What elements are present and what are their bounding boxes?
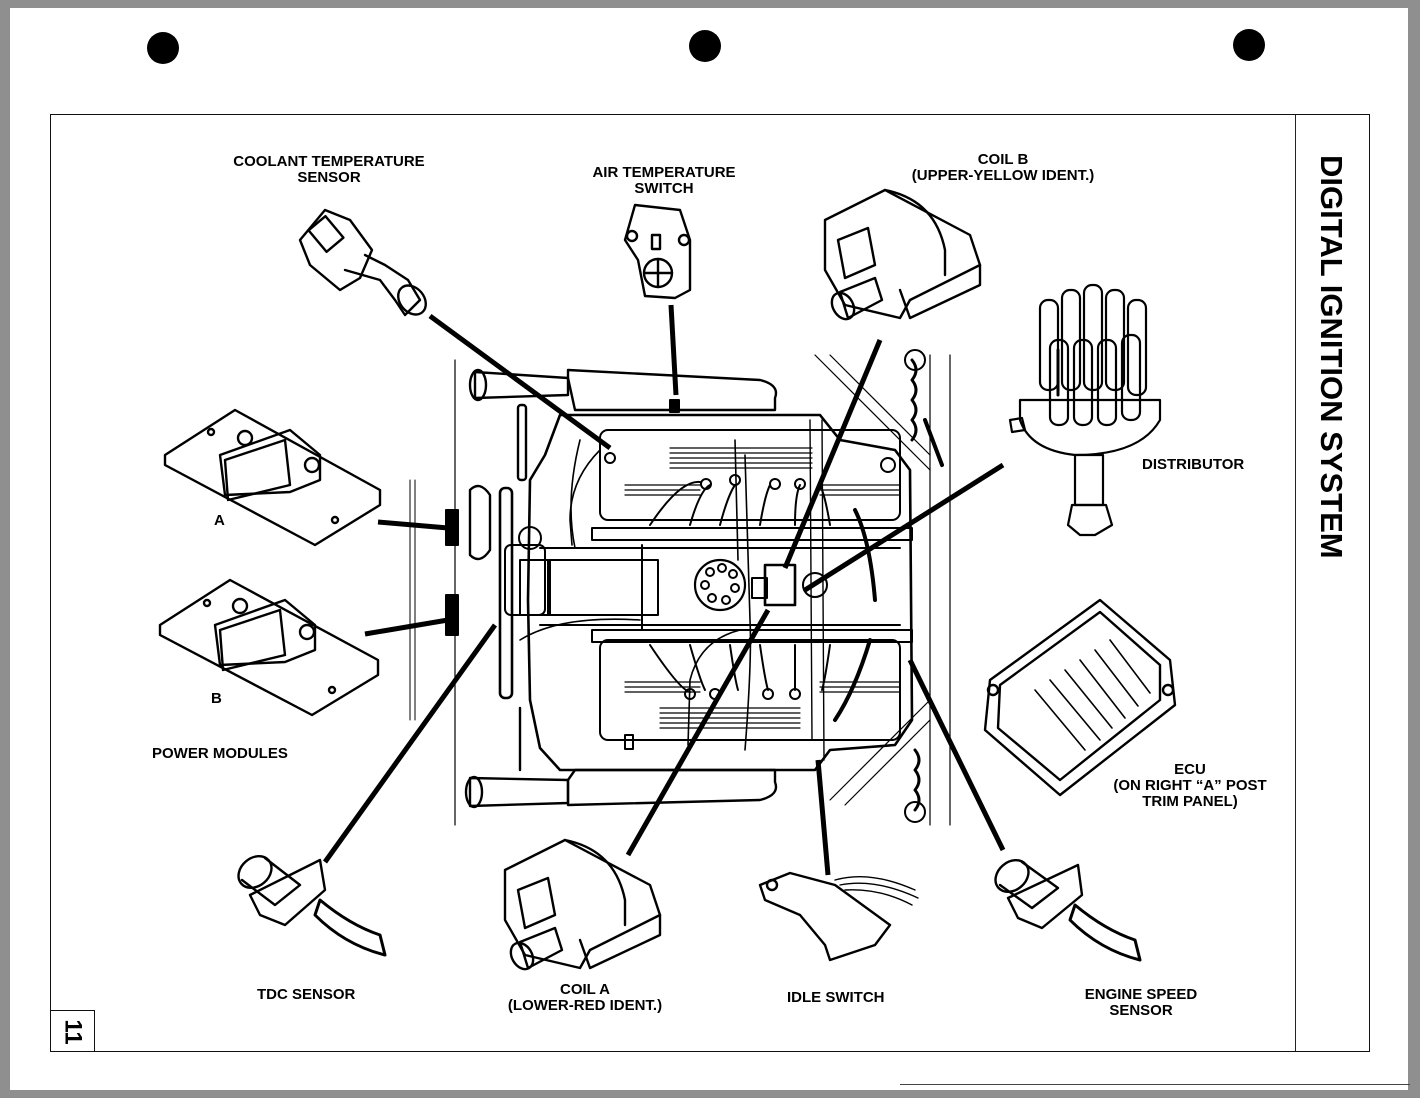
label-air-temp-line2: SWITCH	[634, 180, 694, 197]
idle-switch-illustration	[758, 871, 919, 962]
power-module-b-illustration	[158, 578, 380, 717]
label-power-modules: POWER MODULES	[152, 745, 288, 762]
label-engine-speed-line2: SENSOR	[1109, 1002, 1173, 1019]
page-title: DIGITAL IGNITION SYSTEM	[1314, 155, 1349, 559]
ecu-illustration	[983, 598, 1177, 797]
label-ecu-line2: (ON RIGHT “A” POST	[1113, 777, 1267, 794]
sidebar-divider	[1295, 115, 1296, 1051]
label-coil-b-line2: (UPPER-YELLOW IDENT.)	[911, 167, 1095, 184]
label-power-module-a: A	[214, 512, 225, 529]
power-module-a-illustration	[163, 408, 382, 547]
leader-coolant-sensor	[428, 313, 612, 451]
module-a-connector	[445, 509, 459, 546]
label-engine-speed-line1: ENGINE SPEED	[1084, 986, 1198, 1003]
label-power-module-b: B	[211, 690, 222, 707]
label-air-temperature-switch: AIR TEMPERATURE SWITCH	[585, 165, 743, 197]
distributor-illustration	[1008, 283, 1162, 537]
label-coil-b: COIL B (UPPER-YELLOW IDENT.)	[900, 152, 1106, 184]
coil-a-illustration	[503, 838, 662, 971]
page-number-box: 11	[51, 1010, 95, 1052]
air-temperature-switch-illustration	[623, 203, 692, 300]
leader-engine-speed-sensor	[907, 658, 1006, 852]
label-tdc-sensor: TDC SENSOR	[257, 986, 356, 1003]
punch-hole-center	[689, 30, 721, 62]
engine-speed-sensor-illustration	[994, 859, 1142, 962]
module-b-connector	[445, 594, 459, 636]
label-coil-a-line1: COIL A	[559, 981, 610, 998]
leader-tdc-sensor	[322, 623, 498, 864]
engine-illustration	[454, 349, 951, 826]
label-ecu-line1: ECU	[1174, 761, 1206, 778]
label-coolant-line2: SENSOR	[297, 169, 361, 186]
coil-b-illustration	[823, 188, 982, 321]
label-coolant-line1: COOLANT TEMPERATURE	[233, 153, 425, 170]
label-ecu: ECU (ON RIGHT “A” POST TRIM PANEL)	[1104, 762, 1276, 810]
leader-power-module-b	[364, 617, 449, 637]
leader-coil-a	[625, 608, 771, 857]
diagram-frame: DIGITAL IGNITION SYSTEM 11	[50, 114, 1370, 1052]
coolant-temperature-sensor-illustration	[298, 208, 427, 317]
label-coolant-temperature-sensor: COOLANT TEMPERATURE SENSOR	[226, 154, 432, 186]
label-engine-speed-sensor: ENGINE SPEED SENSOR	[1078, 987, 1204, 1019]
label-idle-switch: IDLE SWITCH	[787, 989, 885, 1006]
leader-distributor	[803, 462, 1005, 593]
leader-lines	[322, 304, 1006, 876]
label-air-temp-line1: AIR TEMPERATURE	[592, 164, 736, 181]
label-ecu-line3: TRIM PANEL)	[1142, 793, 1238, 810]
punch-hole-left	[147, 32, 179, 64]
tdc-sensor-illustration	[237, 855, 387, 957]
manual-page: DIGITAL IGNITION SYSTEM 11	[10, 8, 1410, 1090]
leader-coil-b	[782, 339, 883, 569]
label-coil-a-line2: (LOWER-RED IDENT.)	[507, 997, 663, 1014]
punch-hole-right	[1233, 29, 1265, 61]
leader-air-temp-switch	[668, 304, 679, 396]
label-distributor: DISTRIBUTOR	[1142, 456, 1245, 473]
leader-idle-switch	[815, 759, 831, 876]
footer-rule	[900, 1084, 1410, 1085]
leader-power-module-a	[377, 519, 449, 531]
label-coil-a: COIL A (LOWER-RED IDENT.)	[500, 982, 670, 1014]
label-coil-b-line1: COIL B	[977, 151, 1029, 168]
